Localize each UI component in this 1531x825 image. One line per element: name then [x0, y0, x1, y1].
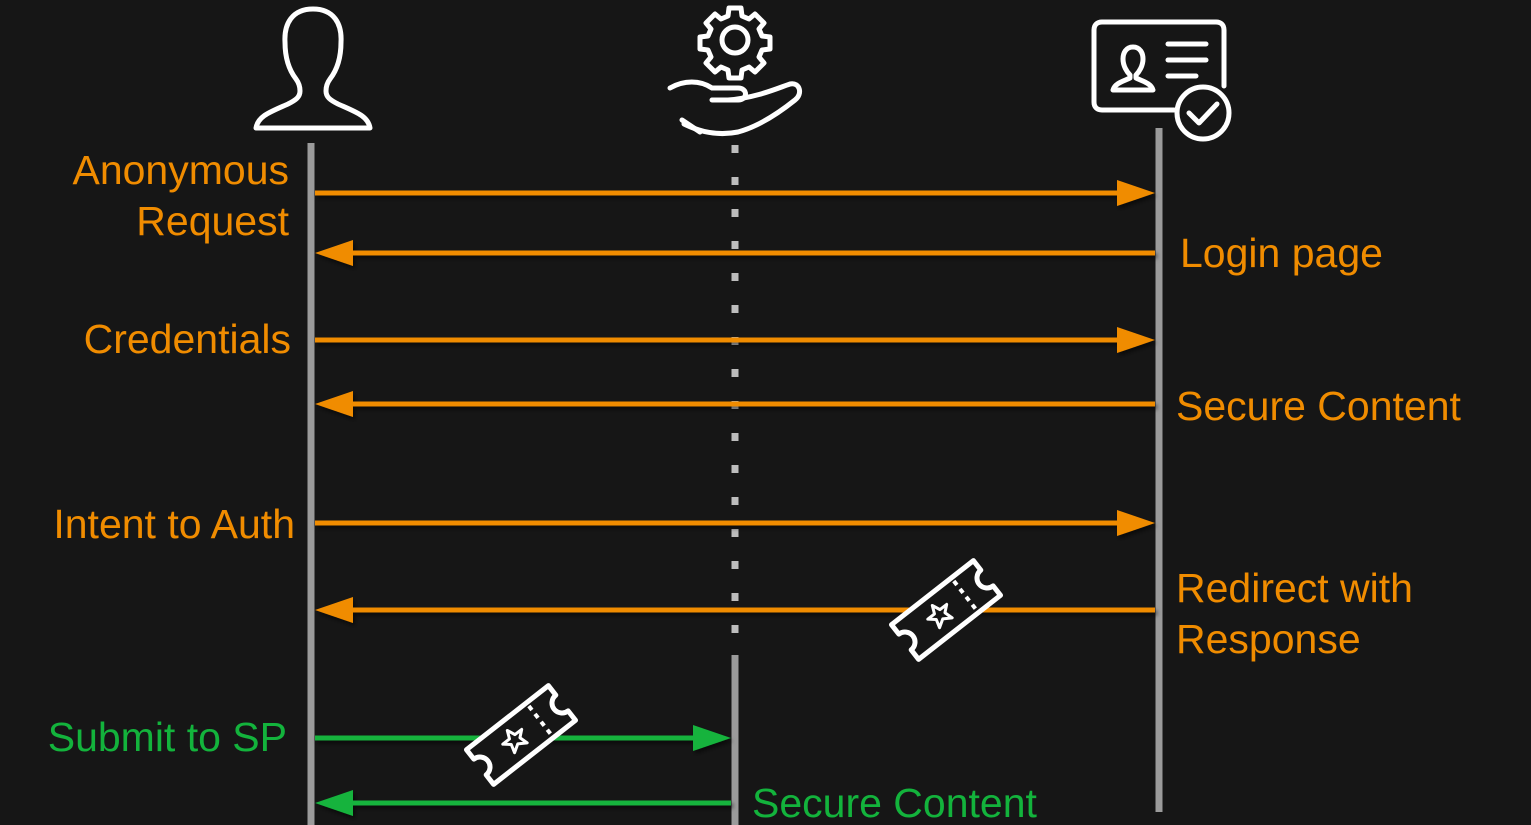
gear-hand-icon	[667, 5, 803, 137]
ticket-icon	[463, 683, 579, 787]
message-arrow-head	[315, 597, 353, 623]
message-arrow-intent-to-auth	[315, 510, 1155, 536]
message-arrow-secure-content-idp	[315, 391, 1155, 417]
message-arrow-head	[315, 391, 353, 417]
message-arrow-head	[693, 725, 731, 751]
message-label-anonymous-request: Anonymous Request	[72, 147, 289, 244]
ticket-icon	[888, 558, 1004, 662]
message-arrow-secure-content-sp	[315, 790, 731, 816]
message-arrow-head	[315, 790, 353, 816]
message-label-intent-to-auth: Intent to Auth	[53, 501, 295, 547]
message-label-credentials: Credentials	[83, 316, 291, 362]
id-card-check-icon	[1091, 19, 1232, 142]
message-label-submit-to-sp: Submit to SP	[47, 714, 287, 760]
user-silhouette-icon	[253, 6, 373, 131]
message-arrow-anonymous-request	[315, 180, 1155, 206]
message-arrow-redirect-with-response	[315, 597, 1155, 623]
message-label-secure-content-idp: Secure Content	[1176, 383, 1461, 429]
message-arrow-login-page	[315, 240, 1155, 266]
message-arrow-credentials	[315, 327, 1155, 353]
message-label-secure-content-sp: Secure Content	[752, 780, 1037, 825]
message-arrow-head	[1117, 180, 1155, 206]
message-arrow-head	[1117, 327, 1155, 353]
message-arrow-head	[1117, 510, 1155, 536]
message-label-redirect-with-response: Redirect with Response	[1176, 565, 1413, 662]
message-label-login-page: Login page	[1180, 230, 1383, 276]
message-arrows	[315, 180, 1155, 816]
message-arrow-head	[315, 240, 353, 266]
